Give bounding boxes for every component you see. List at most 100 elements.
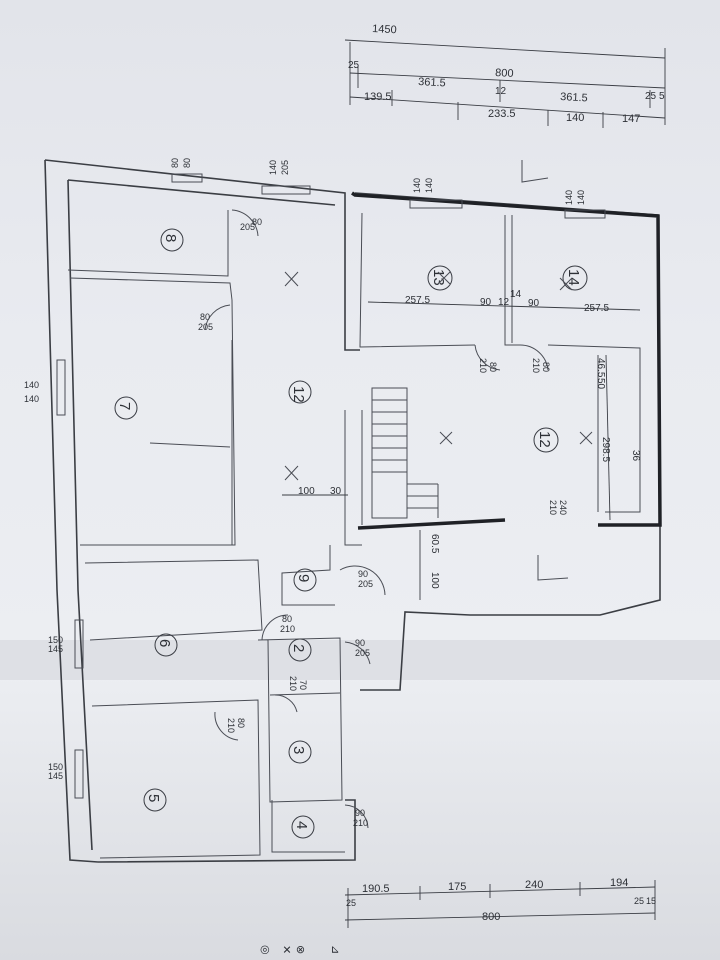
dim-overall: 1450 — [372, 23, 397, 36]
od-4-a: 80 — [236, 718, 246, 728]
od-14-a: 80 — [541, 362, 551, 372]
section-markers — [521, 160, 569, 581]
ow-l4-a: 150 — [48, 762, 63, 772]
od-6-a: 80 — [200, 312, 210, 322]
dim-hall-a: 100 — [298, 486, 315, 497]
od-1-b: 205 — [355, 648, 370, 658]
opening-labels: 80 80 140 205 140 140 140 140 80 205 80 … — [24, 158, 586, 828]
bdim-25b: 25 — [634, 896, 644, 906]
dim-top-140: 140 — [566, 112, 584, 124]
bdim-total: 800 — [482, 911, 500, 923]
room-9: 12 — [290, 386, 307, 403]
interior-walls — [67, 210, 641, 859]
room-7: 8 — [162, 234, 179, 242]
room-2: 3 — [290, 746, 307, 754]
od-13-a: 80 — [488, 362, 498, 372]
od-12-a: 240 — [558, 500, 568, 515]
dim-hall-b: 30 — [330, 486, 342, 497]
bdim-194: 194 — [610, 877, 628, 889]
top-dimension-chain: 1450 800 25 361.5 12 361.5 25 5 139.5 23… — [344, 23, 666, 128]
dim-top-5: 5 — [659, 91, 665, 102]
bdim-25a: 25 — [346, 898, 356, 908]
dim-r14: 257.5 — [584, 303, 609, 314]
exterior-walls — [44, 159, 662, 863]
od-5-a: 80 — [282, 614, 292, 624]
legend-circle-x: ⊗ — [294, 945, 306, 954]
legend-x: ✕ — [280, 945, 292, 954]
ow-tm-b: 205 — [280, 160, 290, 175]
od-13-b: 210 — [478, 358, 488, 373]
room-6: 7 — [116, 402, 133, 410]
od-3-a: 90 — [355, 808, 365, 818]
ow-l5-a: 150 — [48, 635, 63, 645]
dim-r12-a: 46.5 — [595, 358, 606, 378]
od-1-a: 90 — [355, 638, 365, 648]
bdim-240: 240 — [525, 879, 543, 891]
dim-top-361a: 361.5 — [418, 76, 446, 89]
dim-top-139: 139.5 — [364, 91, 392, 103]
dim-mid-d: 90 — [528, 298, 540, 309]
od-4-b: 210 — [226, 718, 236, 733]
dim-top-12: 12 — [495, 86, 507, 97]
dim-mid-a: 90 — [480, 297, 492, 308]
od-8-b: 205 — [358, 579, 373, 589]
dim-stair-b: 100 — [429, 572, 440, 589]
light-fixtures — [284, 271, 593, 481]
dim-r13: 257.5 — [405, 295, 430, 306]
od-12-b: 210 — [548, 500, 558, 515]
dim-r12-small: 36 — [630, 450, 641, 462]
room-labels: 8 7 6 5 2 3 4 9 12 12 13 14 — [114, 228, 588, 839]
room-8: 9 — [295, 574, 312, 582]
dim-top-800: 800 — [495, 67, 514, 80]
room-12: 12 — [536, 431, 553, 448]
bdim-190: 190.5 — [362, 883, 390, 895]
bottom-dimension-chain: 190.5 175 240 194 25 25 15 800 — [344, 877, 656, 928]
dim-top-147: 147 — [622, 113, 640, 125]
ow-13-a: 140 — [412, 178, 422, 193]
legend-target: ◎ — [259, 945, 271, 955]
ow-14-b: 140 — [576, 190, 586, 205]
dim-mid-b: 14 — [510, 289, 522, 300]
dim-top-25a: 25 — [348, 60, 360, 71]
ow-tl-a: 80 — [170, 158, 180, 168]
od-2-a: 70 — [298, 680, 308, 690]
dim-r12-len: 298.5 — [600, 437, 611, 462]
od-5-b: 210 — [280, 624, 295, 634]
room-1: 2 — [290, 644, 307, 652]
dim-r12-b: 50 — [595, 378, 606, 390]
windows — [56, 173, 606, 799]
ow-tm-a: 140 — [268, 160, 278, 175]
dim-top-361b: 361.5 — [560, 91, 588, 104]
bdim-15: 15 — [646, 896, 656, 906]
inner-dimensions: 257.5 257.5 90 14 12 90 46.5 50 298.5 36… — [282, 289, 641, 600]
paper-fold — [0, 640, 720, 680]
ow-l6-b: 140 — [24, 394, 39, 404]
room-3: 4 — [293, 821, 310, 829]
doors — [204, 209, 549, 829]
od-14-b: 210 — [531, 358, 541, 373]
ow-l4-b: 145 — [48, 771, 63, 781]
ow-14-a: 140 — [564, 190, 574, 205]
staircase — [371, 387, 408, 519]
ow-l5-b: 145 — [48, 644, 63, 654]
ow-13-b: 140 — [424, 178, 434, 193]
od-2-b: 210 — [288, 676, 298, 691]
room-5: 6 — [156, 639, 173, 647]
dim-top-25b: 25 — [645, 91, 657, 102]
room-13: 13 — [430, 269, 447, 286]
legend: ✕ ⊗ ◎ ⊿ — [259, 945, 341, 955]
od-8-a: 90 — [358, 569, 368, 579]
od-6-b: 205 — [198, 322, 213, 332]
od-7-b: 205 — [240, 222, 255, 232]
legend-triangle: ⊿ — [329, 945, 341, 954]
od-7-a: 80 — [252, 217, 262, 227]
ow-tl-b: 80 — [182, 158, 192, 168]
room-14: 14 — [565, 269, 582, 286]
dim-top-233: 233.5 — [488, 108, 516, 120]
dim-mid-c: 12 — [498, 297, 510, 308]
bdim-175: 175 — [448, 881, 466, 893]
room-4: 5 — [145, 794, 162, 802]
od-3-b: 210 — [353, 818, 368, 828]
ow-l6-a: 140 — [24, 380, 39, 390]
